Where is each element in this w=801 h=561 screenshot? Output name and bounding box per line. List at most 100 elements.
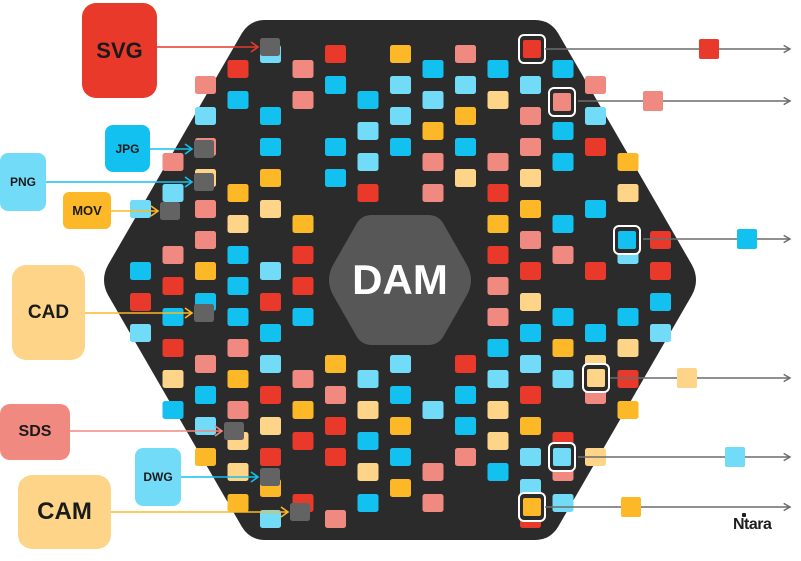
asset-tile bbox=[520, 107, 541, 125]
asset-tile bbox=[455, 107, 476, 125]
asset-tile bbox=[195, 417, 216, 435]
input-arrowhead bbox=[280, 506, 290, 518]
asset-tile bbox=[520, 324, 541, 342]
asset-tile bbox=[617, 308, 639, 326]
output-asset-square bbox=[621, 497, 641, 517]
asset-tile bbox=[487, 60, 509, 78]
asset-tile bbox=[195, 200, 216, 218]
asset-tile bbox=[650, 293, 671, 311]
asset-tile bbox=[520, 293, 541, 311]
asset-tile bbox=[487, 246, 509, 264]
asset-tile bbox=[455, 355, 476, 373]
asset-tile bbox=[552, 122, 574, 140]
asset-tile bbox=[422, 494, 444, 512]
asset-tile bbox=[520, 76, 541, 94]
asset-tile bbox=[325, 355, 346, 373]
asset-tile bbox=[357, 494, 379, 512]
input-target-dot bbox=[290, 503, 310, 521]
asset-tile bbox=[422, 91, 444, 109]
asset-tile bbox=[455, 45, 476, 63]
asset-tile bbox=[390, 386, 411, 404]
asset-tile bbox=[422, 401, 444, 419]
asset-tile bbox=[390, 479, 411, 497]
asset-tile bbox=[162, 339, 184, 357]
asset-tile bbox=[227, 215, 249, 233]
asset-tile bbox=[260, 293, 281, 311]
asset-tile bbox=[227, 401, 249, 419]
asset-tile bbox=[325, 417, 346, 435]
asset-tile bbox=[260, 355, 281, 373]
asset-tile bbox=[487, 463, 509, 481]
asset-tile bbox=[455, 76, 476, 94]
asset-tile bbox=[227, 339, 249, 357]
asset-tile bbox=[292, 60, 314, 78]
asset-tile bbox=[195, 76, 216, 94]
asset-tile bbox=[520, 448, 541, 466]
asset-tile bbox=[552, 60, 574, 78]
asset-tile bbox=[487, 184, 509, 202]
asset-tile bbox=[292, 246, 314, 264]
input-target-dot bbox=[194, 304, 214, 322]
asset-tile bbox=[325, 448, 346, 466]
input-sds-label: SDS bbox=[0, 404, 70, 460]
asset-tile bbox=[617, 153, 639, 171]
asset-tile bbox=[162, 246, 184, 264]
input-svg-label: SVG bbox=[82, 3, 157, 98]
asset-tile bbox=[552, 246, 574, 264]
brand-name: Ntara bbox=[733, 516, 772, 533]
asset-tile bbox=[195, 262, 216, 280]
asset-tile bbox=[520, 417, 541, 435]
asset-tile bbox=[357, 184, 379, 202]
asset-tile bbox=[520, 231, 541, 249]
input-cad-label: CAD bbox=[12, 265, 85, 360]
asset-tile bbox=[227, 463, 249, 481]
asset-tile bbox=[195, 231, 216, 249]
asset-tiles bbox=[130, 45, 671, 528]
asset-tile bbox=[227, 370, 249, 388]
asset-tile bbox=[195, 386, 216, 404]
asset-tile bbox=[585, 138, 606, 156]
asset-tile bbox=[260, 200, 281, 218]
asset-tile bbox=[487, 401, 509, 419]
asset-tile bbox=[617, 401, 639, 419]
asset-tile bbox=[292, 432, 314, 450]
asset-tile bbox=[552, 370, 574, 388]
input-arrowhead bbox=[184, 176, 194, 188]
input-arrowhead bbox=[184, 143, 194, 155]
asset-tile bbox=[162, 153, 184, 171]
asset-tile bbox=[292, 215, 314, 233]
input-mov-label: MOV bbox=[63, 192, 111, 229]
asset-tile bbox=[292, 277, 314, 295]
asset-tile bbox=[455, 138, 476, 156]
asset-tile bbox=[585, 262, 606, 280]
asset-tile bbox=[260, 138, 281, 156]
output-asset-square bbox=[677, 368, 697, 388]
asset-tile bbox=[260, 510, 281, 528]
output-selected-tile bbox=[587, 369, 605, 387]
input-arrowhead bbox=[214, 425, 224, 437]
asset-tile bbox=[260, 107, 281, 125]
asset-tile bbox=[650, 324, 671, 342]
output-asset-square bbox=[699, 39, 719, 59]
asset-tile bbox=[422, 463, 444, 481]
asset-tile bbox=[260, 417, 281, 435]
asset-tile bbox=[260, 324, 281, 342]
asset-tile bbox=[325, 76, 346, 94]
asset-tile bbox=[292, 91, 314, 109]
asset-tile bbox=[487, 432, 509, 450]
asset-tile bbox=[325, 386, 346, 404]
asset-tile bbox=[325, 510, 346, 528]
asset-tile bbox=[357, 432, 379, 450]
asset-tile bbox=[552, 153, 574, 171]
asset-tile bbox=[455, 169, 476, 187]
asset-tile bbox=[292, 308, 314, 326]
asset-tile bbox=[357, 463, 379, 481]
asset-tile bbox=[325, 138, 346, 156]
output-asset-square bbox=[737, 229, 757, 249]
asset-tile bbox=[260, 448, 281, 466]
asset-tile bbox=[195, 107, 216, 125]
asset-tile bbox=[617, 184, 639, 202]
asset-tile bbox=[162, 277, 184, 295]
asset-tile bbox=[390, 138, 411, 156]
input-target-dot bbox=[224, 422, 244, 440]
